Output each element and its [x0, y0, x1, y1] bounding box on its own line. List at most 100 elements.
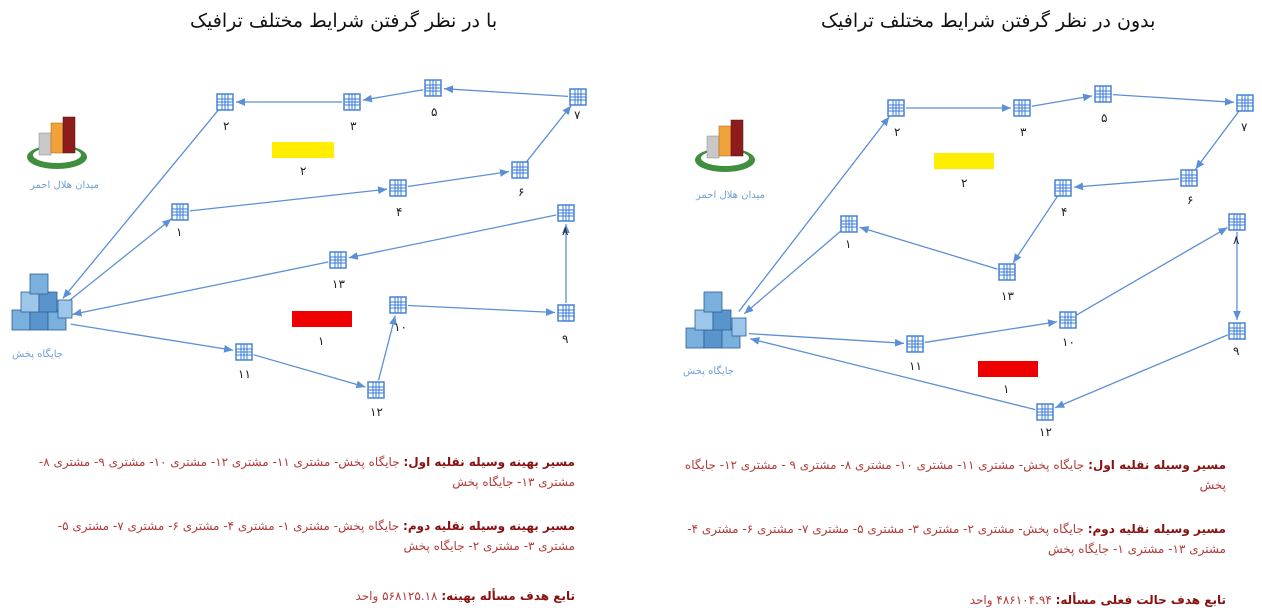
customer-node-7: ۷	[569, 88, 587, 122]
customer-node-13: ۱۳	[329, 251, 347, 291]
depot-warehouse-icon	[685, 291, 747, 349]
route-edge-3-5	[1031, 93, 1093, 107]
customer-node-label: ۱۱	[238, 367, 251, 381]
customer-node-9: ۹	[557, 304, 575, 346]
traffic-zone-red-label: ۱	[318, 334, 324, 348]
customer-node-label: ۳	[1020, 125, 1027, 139]
customer-node-label: ۴	[1061, 205, 1067, 219]
customer-node-11: ۱۱	[235, 343, 253, 381]
depot-label: جایگاه پخش	[683, 365, 734, 377]
route-edge-13-D	[72, 261, 329, 317]
route-edge-9-12	[1054, 334, 1229, 409]
customer-node-1: ۱	[840, 215, 858, 251]
customer-node-13: ۱۳	[998, 263, 1016, 303]
customer-node-label: ۱۰	[394, 320, 407, 334]
customer-node-label: ۳	[350, 119, 357, 133]
customer-node-label: ۹	[1233, 344, 1239, 358]
customer-node-label: ۴	[396, 205, 402, 219]
customer-node-12: ۱۲	[1036, 403, 1054, 439]
route-edge-D-1	[64, 218, 172, 305]
customer-node-label: ۱۲	[370, 405, 383, 419]
traffic-zone-yellow-label: ۲	[961, 176, 967, 190]
route-edge-12-D	[750, 337, 1036, 411]
route-vehicle-1: مسیر وسیله نقلیه اول: جایگاه پخش- مشتری …	[671, 455, 1226, 495]
route-vehicle-2: مسیر بهینه وسیله نقلیه دوم: جایگاه پخش- …	[20, 516, 575, 556]
route-vehicle-1-text: جایگاه پخش- مشتری ۱۱- مشتری ۱۰- مشتری ۸-…	[684, 458, 1226, 492]
route-edge-7-5	[443, 85, 569, 98]
route-edge-8-13	[348, 214, 557, 260]
customer-node-label: ۹	[562, 332, 568, 346]
objective-title: تابع هدف مسأله بهینه:	[441, 589, 575, 603]
objective-value: تابع هدف حالت فعلی مسأله: ۴۸۶۱۰۴.۹۴ واحد	[671, 590, 1226, 610]
route-vehicle-1-title: مسیر وسیله نقلیه اول:	[1088, 458, 1226, 472]
panel-title: با در نظر گرفتن شرایط مختلف ترافیک	[190, 10, 498, 32]
park-label: میدان هلال احمر	[695, 190, 765, 201]
route-edge-4-6	[407, 169, 510, 188]
customer-node-label: ۵	[431, 105, 437, 119]
objective-text: ۴۸۶۱۰۴.۹۴ واحد	[969, 593, 1056, 607]
route-edge-12-10	[377, 315, 397, 381]
route-edge-4-13	[1012, 195, 1058, 264]
customer-node-10: ۱۰	[1059, 311, 1077, 349]
customer-node-5: ۵	[424, 79, 442, 119]
objective-title: تابع هدف حالت فعلی مسأله:	[1055, 593, 1226, 607]
customer-node-label: ۷	[1241, 120, 1248, 134]
route-vehicle-1-text: جایگاه پخش- مشتری ۱۱- مشتری ۱۲- مشتری ۱۰…	[38, 455, 575, 489]
customer-node-4: ۴	[389, 179, 407, 219]
customer-node-label: ۲	[894, 125, 900, 139]
depot-warehouse-icon	[11, 273, 73, 331]
route-edge-11-10	[924, 319, 1058, 344]
route-edge-6-7	[525, 105, 572, 163]
traffic-zone-red	[978, 361, 1038, 377]
route-edge-10-8	[1076, 226, 1228, 316]
route-edge-1-4	[189, 186, 388, 212]
customer-node-label: ۱۳	[1001, 289, 1014, 303]
park-landmark-icon	[695, 119, 755, 172]
depot-label: جایگاه پخش	[12, 348, 63, 360]
route-vehicle-1: مسیر بهینه وسیله نقلیه اول: جایگاه پخش- …	[20, 452, 575, 492]
customer-node-label: ۱۰	[1062, 335, 1075, 349]
route-edge-D-11	[748, 332, 905, 347]
customer-node-1: ۱	[171, 203, 189, 239]
customer-node-4: ۴	[1054, 179, 1072, 219]
customer-node-8: ۸	[557, 204, 575, 238]
customer-node-label: ۲	[223, 119, 229, 133]
route-edge-5-3	[362, 89, 424, 103]
objective-value: تابع هدف مسأله بهینه: ۵۶۸۱۲۵.۱۸ واحد	[20, 586, 575, 606]
route-edge-2-D	[62, 109, 220, 299]
customer-node-label: ۸	[562, 224, 569, 238]
customer-node-label: ۷	[574, 108, 581, 122]
customer-node-2: ۲	[216, 93, 234, 133]
panel-title: بدون در نظر گرفتن شرایط مختلف ترافیک	[821, 10, 1156, 32]
traffic-zone-yellow	[272, 142, 334, 158]
route-edge-7-6	[1195, 110, 1240, 170]
route-vehicle-2: مسیر وسیله نقلیه دوم: جایگاه پخش- مشتری …	[671, 519, 1226, 559]
customer-node-7: ۷	[1236, 94, 1254, 134]
customer-node-label: ۶	[518, 185, 524, 199]
customer-node-11: ۱۱	[906, 335, 924, 373]
customer-node-label: ۸	[1233, 233, 1240, 247]
customer-node-6: ۶	[511, 161, 529, 199]
customer-node-3: ۳	[1013, 99, 1031, 139]
route-edge-11-12	[253, 354, 366, 389]
customer-node-8: ۸	[1228, 213, 1246, 247]
route-vehicle-2-title: مسیر وسیله نقلیه دوم:	[1087, 522, 1226, 536]
route-edge-D-11	[70, 323, 234, 353]
route-edge-D-2	[738, 116, 890, 312]
route-vehicle-2-title: مسیر بهینه وسیله نقلیه دوم:	[403, 519, 575, 533]
route-edge-10-9	[407, 304, 556, 316]
customer-node-label: ۶	[1187, 193, 1193, 207]
customer-node-5: ۵	[1094, 85, 1112, 125]
park-landmark-icon	[27, 116, 87, 169]
traffic-zone-yellow	[934, 153, 994, 169]
customer-node-label: ۱۲	[1039, 425, 1052, 439]
customer-node-label: ۱۱	[909, 359, 922, 373]
route-edge-1-D	[743, 230, 842, 315]
route-edge-6-4	[1073, 178, 1180, 191]
customer-node-12: ۱۲	[367, 381, 385, 419]
traffic-zone-red-label: ۱	[1003, 382, 1009, 396]
